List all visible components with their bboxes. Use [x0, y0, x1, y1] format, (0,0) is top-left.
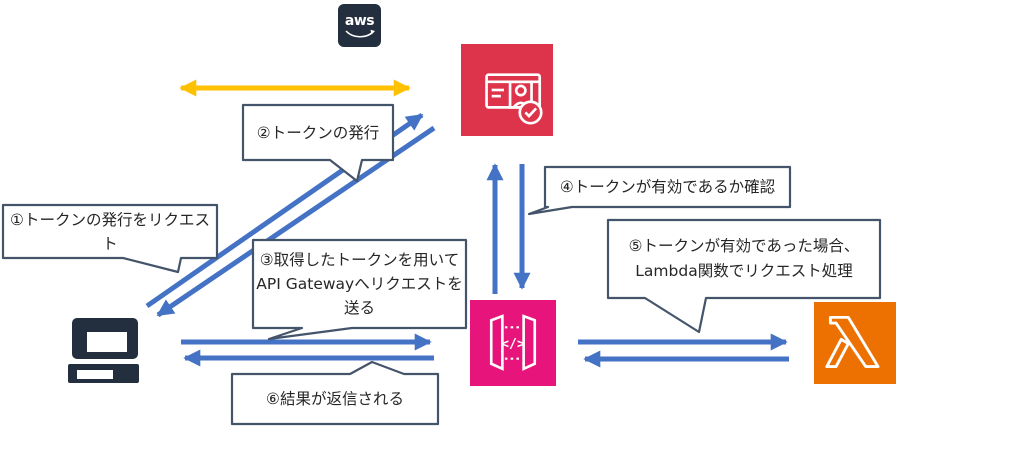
aws-logo-text: aws	[344, 12, 375, 29]
lambda-icon	[814, 302, 896, 389]
lambda-icon-svg	[814, 302, 896, 384]
bubble-3-shape	[251, 238, 468, 341]
bubble-line: API Gatewayへリクエストを	[256, 275, 463, 293]
aws-logo: aws	[338, 4, 381, 47]
bubble-5-text: ⑤トークンが有効であった場合、 Lambda関数でリクエスト処理	[608, 220, 880, 298]
bubble-5-shape	[606, 218, 882, 334]
bubble-6-shape	[230, 360, 440, 426]
lambda-glyph	[825, 315, 880, 369]
bubble-line: ②トークンの発行	[256, 123, 380, 142]
api-gateway-icon-svg: </>	[470, 300, 556, 386]
api-gateway-icon-bg	[470, 300, 556, 386]
api-gateway-code-glyph: </>	[501, 337, 525, 352]
bubble-2-text: ②トークンの発行	[243, 105, 393, 160]
bubble-line: Lambda関数でリクエスト処理	[635, 262, 853, 280]
cognito-check-circle-icon	[518, 100, 543, 125]
bubble-1-shape	[1, 203, 219, 274]
bubble-6-text: ⑥結果が返信される	[232, 374, 438, 424]
bubble-4-shape	[527, 165, 792, 216]
bubble-2-shape	[241, 103, 395, 183]
api-gateway-icon: </>	[470, 300, 556, 391]
computer-monitor	[72, 318, 138, 359]
bubble-line: ④トークンが有効であるか確認	[559, 178, 776, 196]
bubble-line: ⑥結果が返信される	[266, 390, 404, 408]
bubble-line: ①トークンの発行をリクエスト	[10, 210, 210, 253]
bubble-line: ⑤トークンが有効であった場合、	[628, 237, 860, 255]
aws-smile-icon	[344, 29, 375, 38]
cognito-id-card	[485, 73, 542, 109]
client-computer-icon-svg	[68, 318, 139, 383]
client-computer-icon	[68, 315, 140, 388]
cognito-icon	[461, 44, 553, 141]
cognito-icon-svg	[461, 44, 553, 136]
bubble-line: 送る	[343, 299, 375, 317]
api-gateway-gates	[489, 314, 537, 371]
lambda-icon-bg	[814, 302, 896, 384]
bubble-4-text: ④トークンが有効であるか確認	[545, 167, 790, 207]
bubble-3-text: ③取得したトークンを用いて API Gatewayへリクエストを 送る	[253, 240, 466, 328]
bubble-line: ③取得したトークンを用いて	[259, 251, 460, 269]
computer-base	[68, 364, 139, 383]
bubble-1-text: ①トークンの発行をリクエスト	[3, 205, 217, 258]
